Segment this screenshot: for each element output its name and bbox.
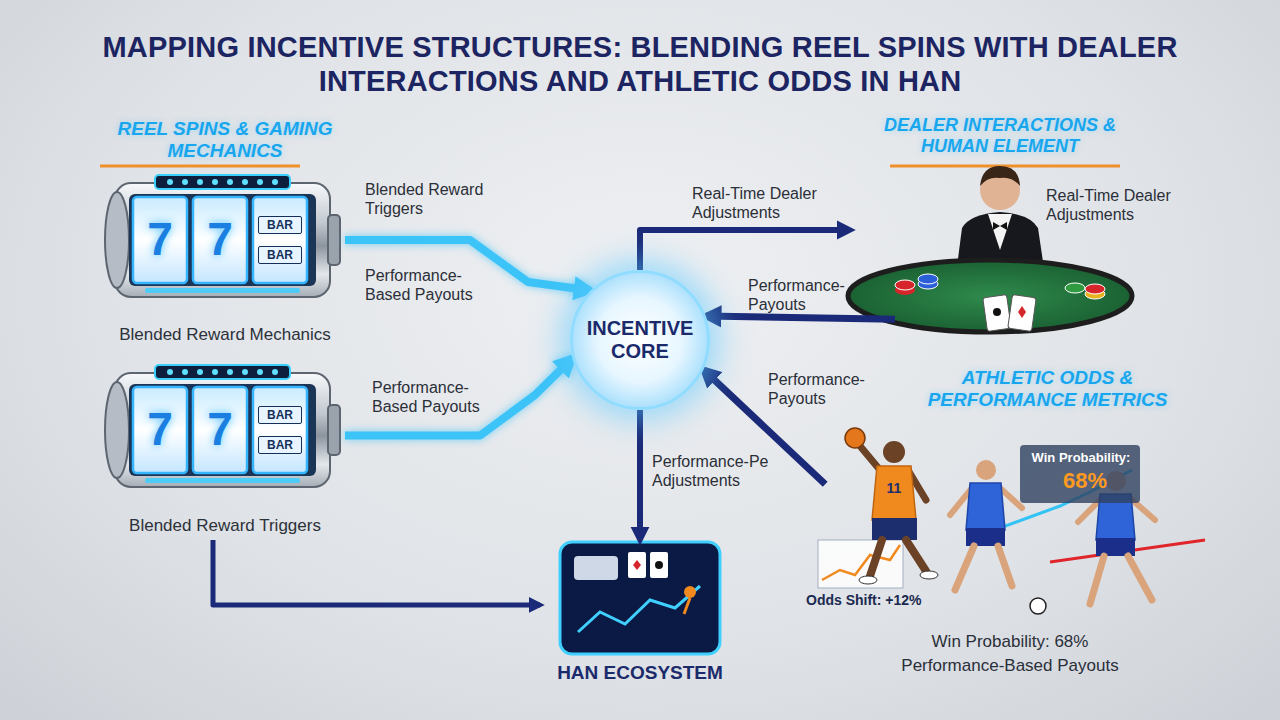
- dealer-illustration: [1065, 283, 1085, 293]
- athlete-illustration: [966, 483, 1005, 530]
- ecosystem-icon: [650, 552, 668, 578]
- heading-underline: [100, 165, 300, 168]
- reel-symbol: BAR: [258, 436, 302, 454]
- dealer-illustration: [918, 274, 938, 284]
- section-heading: ATHLETIC ODDS & PERFORMANCE METRICS: [905, 367, 1190, 411]
- dealer-illustration: [895, 280, 915, 290]
- dealer-illustration: [1008, 294, 1036, 331]
- flow-note: Performance-Based Payouts: [365, 266, 493, 304]
- ecosystem-icon: [574, 556, 618, 580]
- athlete-illustration: [845, 428, 865, 448]
- section-heading: REEL SPINS & GAMING MECHANICS: [100, 118, 350, 162]
- slot-machine: [105, 365, 340, 487]
- athlete-illustration: [1128, 556, 1152, 600]
- dealer-illustration: [1018, 306, 1026, 318]
- athlete-illustration: [872, 466, 916, 520]
- section-heading: DEALER INTERACTIONS & HUMAN ELEMENT: [855, 115, 1145, 156]
- athlete-illustration: [822, 545, 900, 580]
- dealer-illustration: [1085, 284, 1105, 294]
- ecosystem-icon: [633, 560, 641, 570]
- connector-arrow: [640, 230, 850, 270]
- connector-arrow: [213, 540, 540, 605]
- dealer-illustration: [983, 294, 1011, 331]
- chart-label: Odds Shift: +12%: [806, 592, 956, 608]
- athlete-illustration: [906, 540, 926, 571]
- dealer-illustration: [993, 308, 1001, 316]
- athlete-illustration: [818, 428, 1205, 614]
- dealer-illustration: [988, 214, 1012, 250]
- ecosystem-icon: [628, 552, 646, 578]
- edge-label: Performance-Payouts: [748, 276, 858, 314]
- edge-label: Real-Time Dealer Adjustments: [692, 184, 842, 222]
- athlete-illustration: [976, 460, 996, 480]
- reel-symbol: 7: [133, 212, 187, 266]
- athlete-illustration: [1090, 556, 1104, 604]
- heading-underline: [100, 166, 1120, 167]
- athletics-node: ATHLETIC ODDS & PERFORMANCE METRICS: [810, 365, 1190, 630]
- ecosystem-icon: [560, 542, 720, 654]
- athlete-illustration: [883, 441, 905, 463]
- metric-note: Performance-Based Payouts: [880, 656, 1140, 676]
- athlete-illustration: [1030, 598, 1046, 614]
- chart-value: 68%: [1045, 468, 1125, 494]
- core-text: INCENTIVE CORE: [580, 317, 700, 363]
- athlete-illustration: [998, 546, 1012, 586]
- connector-arrow: [345, 358, 572, 436]
- edge-label: Performance-Payouts: [768, 370, 878, 408]
- node-caption: Blended Reward Triggers: [105, 516, 345, 536]
- athlete-illustration: [955, 546, 974, 590]
- ecosystem-icon: [578, 586, 700, 632]
- athlete-illustration: [1020, 445, 1140, 503]
- reel-symbol: BAR: [258, 216, 302, 234]
- ecosystem-icon: [684, 598, 690, 614]
- reel-symbol: BAR: [258, 406, 302, 424]
- node-caption: HAN ECOSYSTEM: [540, 662, 740, 684]
- slot-machine: [105, 175, 340, 297]
- core-circle: INCENTIVE CORE: [570, 270, 710, 410]
- ecosystem-icon: [655, 561, 663, 569]
- athlete-illustration: [920, 571, 938, 579]
- reel-symbol: BAR: [258, 246, 302, 264]
- jersey-number: 11: [882, 480, 906, 496]
- metric-note: Win Probability: 68%: [880, 632, 1140, 652]
- edge-label: Performance-Pe Adjustments: [652, 452, 776, 490]
- athlete-illustration: [870, 540, 882, 576]
- chart-label: Win Probability:: [1024, 450, 1138, 465]
- connector-arrow: [637, 410, 643, 540]
- node-caption: Blended Reward Mechanics: [105, 325, 345, 345]
- flow-note: Real-Time Dealer Adjustments: [1046, 186, 1188, 224]
- reel-symbol: 7: [133, 402, 187, 456]
- athlete-illustration: [872, 518, 917, 540]
- dealer-illustration: [848, 260, 1132, 332]
- ecosystem-node: HAN ECOSYSTEM: [540, 540, 740, 695]
- edge-label: Performance-Based Payouts: [372, 378, 500, 416]
- edge-label: Blended Reward Triggers: [365, 180, 505, 218]
- ecosystem-icon: [684, 586, 696, 598]
- athlete-illustration: [818, 540, 903, 588]
- reel-symbol: 7: [193, 402, 247, 456]
- athlete-illustration: [859, 576, 877, 584]
- connector-arrow: [706, 316, 895, 319]
- ecosystem-icon: [560, 542, 720, 654]
- dealer-illustration: [980, 166, 1020, 186]
- dealer-illustration: [993, 222, 1007, 230]
- diagram-title: MAPPING INCENTIVE STRUCTURES: BLENDING R…: [80, 30, 1200, 98]
- reel-symbol: 7: [193, 212, 247, 266]
